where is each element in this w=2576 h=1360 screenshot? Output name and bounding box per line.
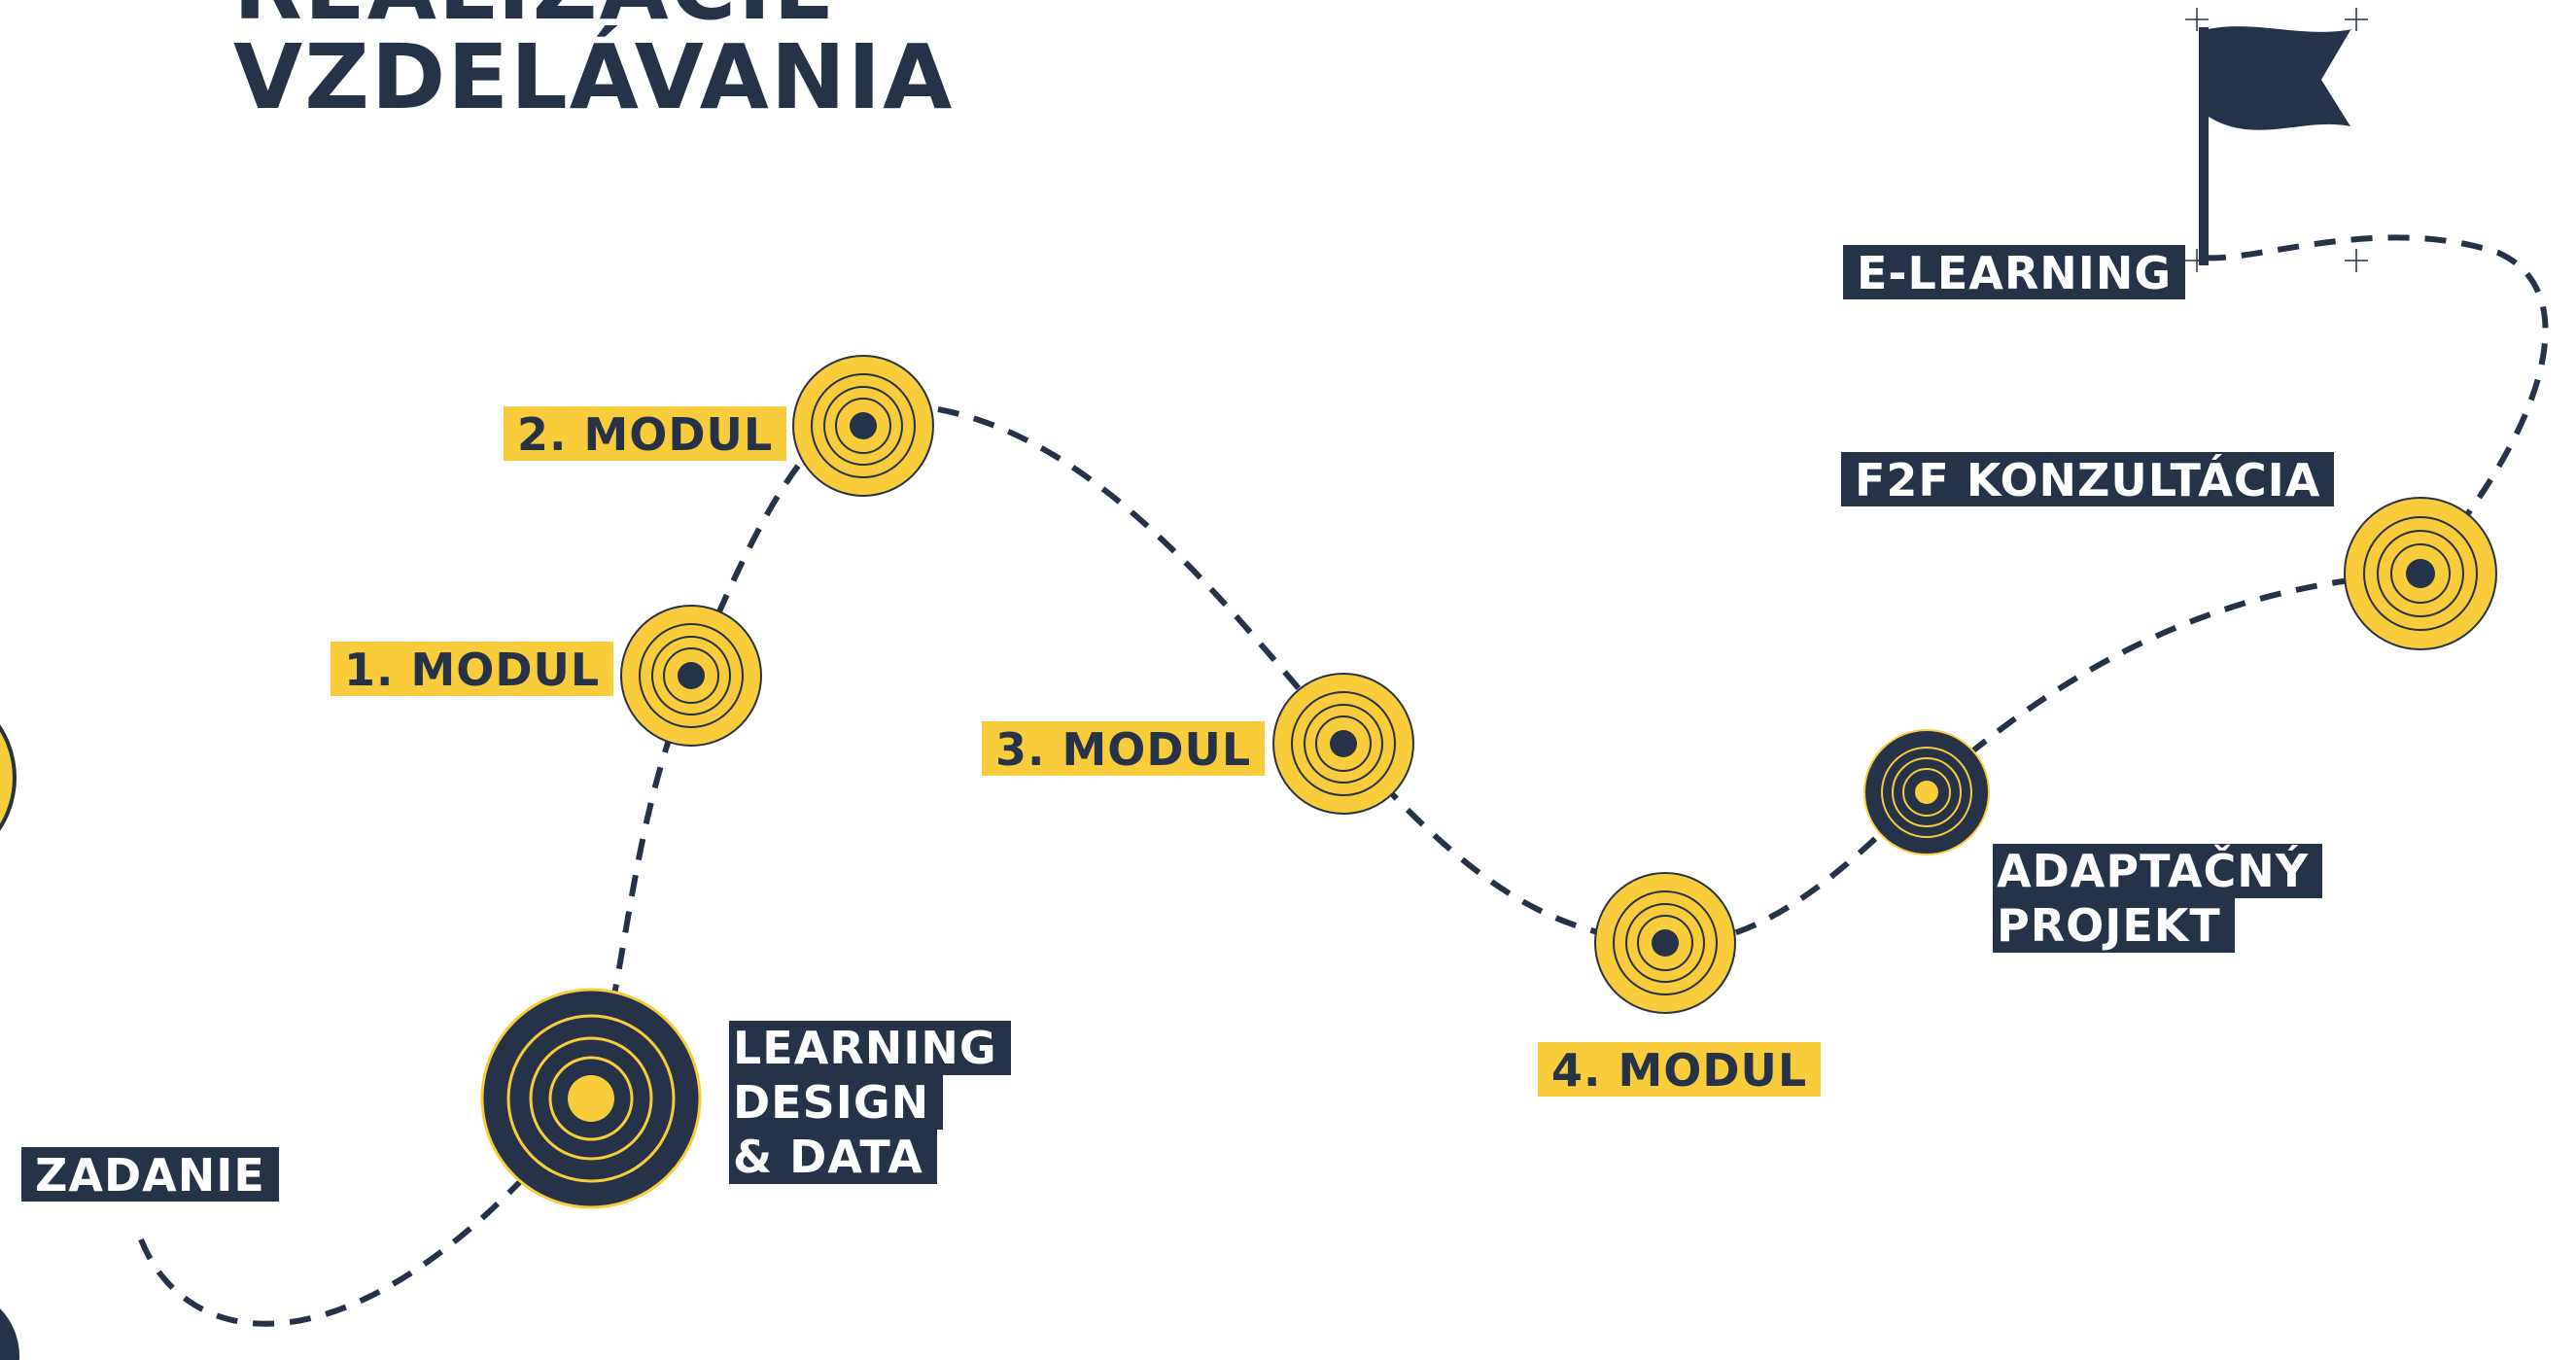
label-learning-design-line-1: LEARNING bbox=[729, 1021, 1011, 1075]
label-modul-3: 3. MODUL bbox=[982, 721, 1266, 776]
target-modul-1 bbox=[620, 605, 762, 747]
label-adaptacny-line-2: PROJEKT bbox=[1993, 898, 2235, 953]
label-adaptacny-line-1: ADAPTAČNÝ bbox=[1993, 844, 2323, 898]
flag-icon bbox=[2185, 8, 2368, 272]
target-modul-3 bbox=[1272, 673, 1414, 815]
label-zadanie: ZADANIE bbox=[21, 1147, 279, 1202]
label-e-learning: E-LEARNING bbox=[1843, 245, 2186, 299]
dashed-route bbox=[138, 234, 2549, 1327]
label-adaptacny-projekt: ADAPTAČNÝ PROJEKT bbox=[1993, 844, 2323, 953]
target-modul-2 bbox=[792, 355, 934, 497]
title-line-2: VZDELÁVANIA bbox=[233, 25, 955, 129]
label-f2f-konzultacia: F2F KONZULTÁCIA bbox=[1841, 452, 2335, 506]
label-modul-1: 1. MODUL bbox=[331, 642, 614, 696]
page-title: REALIZÁCIE VZDELÁVANIA bbox=[233, 0, 954, 122]
target-adaptacny-projekt bbox=[1863, 729, 1990, 855]
title-line-1: REALIZÁCIE bbox=[233, 0, 954, 33]
target-learning-design bbox=[480, 988, 702, 1209]
label-learning-design-line-3: & DATA bbox=[729, 1130, 937, 1184]
label-modul-4: 4. MODUL bbox=[1538, 1042, 1822, 1097]
edge-circle-yellow bbox=[0, 724, 17, 831]
target-modul-4 bbox=[1594, 872, 1736, 1014]
label-learning-design-line-2: DESIGN bbox=[729, 1075, 944, 1130]
label-modul-2: 2. MODUL bbox=[504, 406, 787, 461]
edge-circle-navy bbox=[0, 1308, 19, 1360]
label-learning-design: LEARNING DESIGN & DATA bbox=[729, 1021, 1011, 1184]
target-f2f-konzultacia bbox=[2344, 497, 2497, 650]
